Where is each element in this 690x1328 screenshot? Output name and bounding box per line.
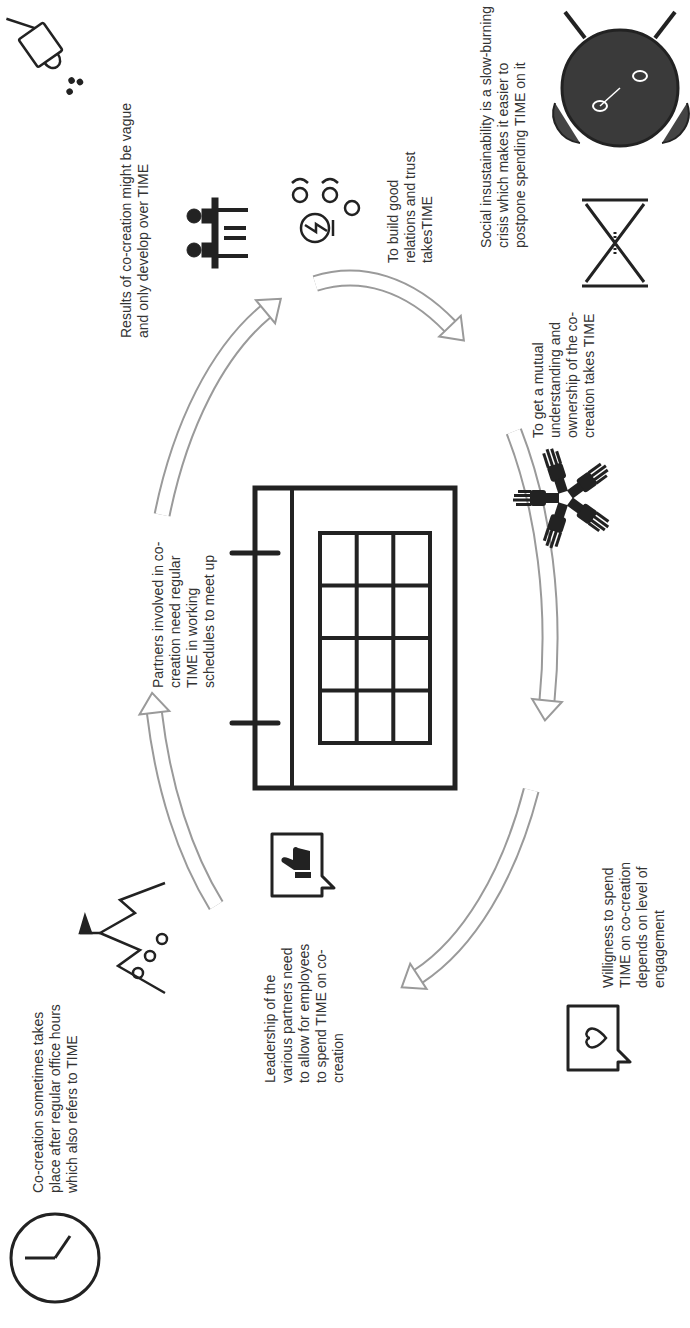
mountain-people-icon (80, 883, 167, 993)
alarm-clock-icon (553, 12, 689, 146)
meeting-icon (187, 198, 248, 268)
thumbs-bubble-icon (272, 834, 334, 896)
note-text: Social insustainability is a slow-burnin… (478, 3, 529, 248)
note-text: Partners involved in co-creation need re… (150, 538, 218, 688)
note-text: Results of co-creation might be vague an… (118, 98, 152, 338)
note-text: Co-creation sometimes takes place after … (30, 998, 81, 1193)
hourglass-icon (582, 200, 648, 286)
note-text: To get a mutual understanding and owners… (530, 298, 598, 438)
lightbulb-people-icon (292, 179, 359, 242)
cycle-arrows (140, 278, 562, 989)
hands-icon (513, 446, 612, 550)
clock-icon (11, 1214, 99, 1302)
note-text: Willigness to spend TIME on co-creation … (600, 843, 668, 988)
note-text: To build good relations and trust takesT… (385, 123, 436, 263)
calendar-icon (232, 488, 455, 788)
watering-can-icon (5, 3, 86, 100)
heart-bubble-icon (568, 1006, 630, 1070)
note-text: Leadership of the various partners need … (262, 933, 347, 1083)
